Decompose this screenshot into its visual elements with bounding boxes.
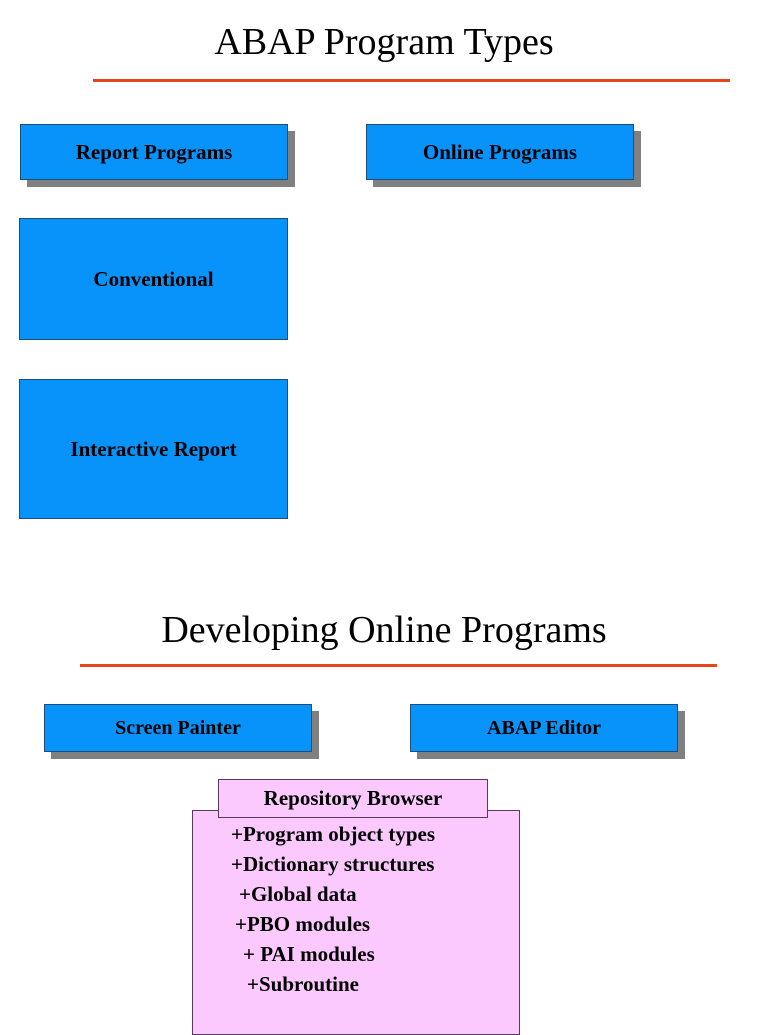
page-title-developing-online-programs: Developing Online Programs (161, 609, 607, 651)
list-item[interactable]: +Dictionary structures (231, 852, 435, 876)
repository-browser-header-label: Repository Browser (263, 786, 443, 810)
box-abap-editor-label: ABAP Editor (487, 716, 601, 739)
box-online-programs-label: Online Programs (422, 139, 578, 164)
box-report-programs-label: Report Programs (75, 139, 233, 164)
box-interactive-report-label: Interactive Report (70, 436, 237, 461)
title-underline-rule-2 (80, 664, 717, 667)
box-online-programs[interactable]: Online Programs (366, 124, 634, 180)
list-item[interactable]: +Program object types (231, 822, 436, 846)
list-item[interactable]: +Global data (239, 882, 357, 906)
box-screen-painter-label: Screen Painter (115, 716, 241, 739)
box-conventional[interactable]: Conventional (19, 218, 288, 340)
title-underline-rule-1 (93, 79, 730, 82)
repository-browser-header[interactable]: Repository Browser (218, 779, 488, 818)
box-conventional-label: Conventional (93, 266, 214, 291)
box-report-programs[interactable]: Report Programs (20, 124, 288, 180)
box-screen-painter[interactable]: Screen Painter (44, 704, 312, 752)
list-item[interactable]: +Subroutine (247, 972, 359, 996)
list-item[interactable]: + PAI modules (243, 942, 375, 966)
repository-browser-list-panel[interactable]: +Program object types +Dictionary struct… (192, 810, 520, 1035)
box-abap-editor[interactable]: ABAP Editor (410, 704, 678, 752)
box-interactive-report[interactable]: Interactive Report (19, 379, 288, 519)
page-title-abap-program-types: ABAP Program Types (214, 21, 554, 63)
list-item[interactable]: +PBO modules (235, 912, 371, 936)
